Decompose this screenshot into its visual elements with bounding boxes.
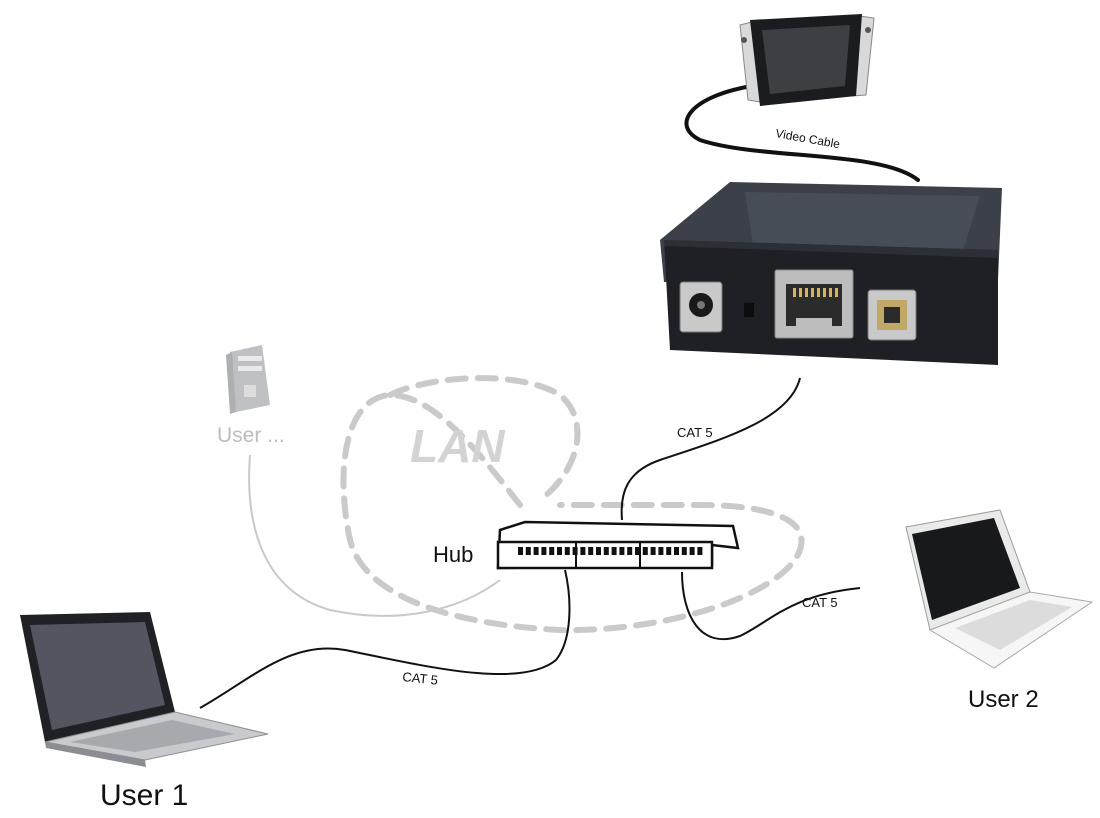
hub-port [557, 547, 562, 555]
cat5-cable-device-hub [620, 377, 801, 521]
hub-port [658, 547, 664, 555]
kvm-extender-device-icon [660, 182, 1002, 365]
hub-port [525, 547, 531, 555]
video-cable-label: Video Cable [774, 126, 841, 151]
hub-port [681, 547, 687, 555]
user-faded-label: User ... [217, 424, 285, 447]
hub-port [518, 547, 523, 555]
cat5-right-label: CAT 5 [802, 595, 838, 610]
hub-port [689, 547, 695, 555]
user1-label: User 1 [100, 779, 188, 812]
user2-laptop-icon [905, 509, 1094, 669]
cat5-cable-user1-hub [199, 569, 571, 709]
hub-port [588, 547, 594, 555]
hub-port [603, 547, 609, 555]
hub-port [642, 547, 648, 555]
cat5-bottom-label: CAT 5 [402, 669, 439, 688]
hub-port [533, 547, 539, 555]
user2-label: User 2 [968, 686, 1039, 713]
hub-port [564, 547, 570, 555]
hub-port [627, 547, 633, 555]
hub-port [619, 547, 625, 555]
video-cable [684, 83, 920, 182]
hub-port [580, 547, 586, 555]
hub-port [596, 547, 601, 555]
cat5-cable-user2-hub [681, 571, 861, 641]
cat5-top-label: CAT 5 [677, 425, 713, 440]
hub-port [674, 547, 679, 555]
hub-port [541, 547, 547, 555]
hub-port [572, 547, 578, 555]
hub-port [650, 547, 656, 555]
hub-port [611, 547, 617, 555]
hub-label: Hub [433, 542, 473, 567]
lan-boundary [340, 391, 805, 634]
video-monitor-icon [739, 14, 875, 106]
desktop-computer-icon [226, 345, 270, 414]
user1-laptop-icon [20, 612, 269, 767]
hub-port [697, 547, 703, 555]
lan-boundary-upper [387, 375, 581, 503]
network-hub-icon [496, 520, 740, 570]
faded-cable-user-hub [248, 454, 501, 617]
hub-port [635, 547, 640, 555]
hub-port [666, 547, 672, 555]
lan-label: LAN [410, 420, 505, 472]
hub-port [549, 547, 555, 555]
